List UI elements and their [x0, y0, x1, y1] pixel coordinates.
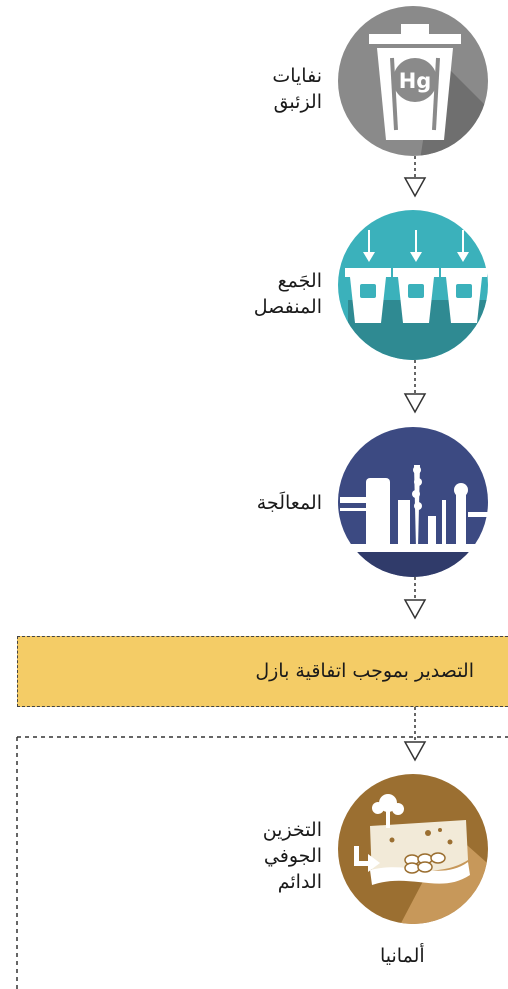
label-line: الجَمع	[277, 270, 322, 292]
recycle-symbol-icons	[360, 284, 472, 298]
export-banner: التصدير بموجب اتفاقية بازل	[17, 636, 508, 707]
separate-collection-icon	[338, 210, 488, 360]
step-label-underground-storage: التخزين الجوفي الدائم	[263, 817, 322, 895]
storage-barrels-icon	[404, 852, 446, 874]
label-line: المنفصل	[253, 296, 322, 318]
label-line: المعالَجة	[256, 492, 322, 514]
mercury-waste-icon: Hg	[338, 6, 488, 156]
label-line: الزئبق	[273, 91, 322, 113]
step-label-mercury-waste: نفايات الزئبق	[272, 63, 322, 115]
step-label-treatment: المعالَجة	[257, 490, 322, 516]
flow-arrow-icon	[403, 741, 427, 762]
tree-icon	[372, 794, 404, 828]
label-line: نفايات	[272, 65, 322, 87]
label-line: الجوفي	[263, 845, 322, 867]
treatment-plant-icon	[338, 427, 490, 577]
flow-arrow-icon	[403, 393, 427, 414]
label-line: التخزين	[262, 819, 322, 841]
country-label: ألمانيا	[380, 945, 425, 967]
flow-arrow-icon	[403, 599, 427, 620]
insertion-arrow-icon	[354, 846, 380, 872]
underground-storage-icon	[338, 774, 488, 924]
flow-arrow-icon	[403, 177, 427, 198]
step-label-separate-collection: الجَمع المنفصل	[254, 268, 322, 320]
country-boundary	[16, 736, 508, 989]
recycling-bin-icons	[345, 268, 487, 323]
hg-symbol: Hg	[399, 69, 432, 93]
export-banner-text: التصدير بموجب اتفاقية بازل	[255, 660, 474, 682]
label-line: الدائم	[277, 871, 322, 893]
flow-connectors	[403, 156, 427, 762]
